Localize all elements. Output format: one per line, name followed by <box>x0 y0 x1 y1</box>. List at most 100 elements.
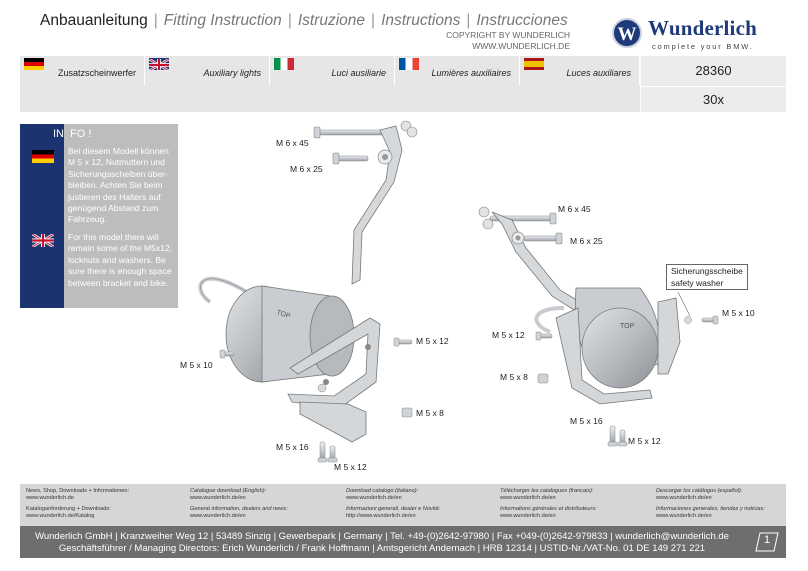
footer-link[interactable]: www.wunderlich.de/en <box>500 513 556 519</box>
info-text-de: Bei diesem Modell können M 5 x 12, Nutmu… <box>68 146 169 225</box>
nut-m5x8-right <box>537 373 549 384</box>
safety-washer-right <box>684 316 692 324</box>
nut-m5x8-left <box>317 383 413 418</box>
product-label: Lumières auxiliaires <box>431 68 511 78</box>
footer-heading: Informazioni generali, dealer e Novità: <box>346 506 441 512</box>
logo-tagline: complete your BMW. <box>652 42 754 51</box>
lamp-bracket-right <box>555 307 653 405</box>
product-name-it: Luci ausiliarie <box>270 56 395 86</box>
footer-link[interactable]: http://www.wunderlich.de/en <box>346 513 416 519</box>
flag-de-icon <box>32 150 54 163</box>
product-name-fr: Lumières auxiliaires <box>395 56 520 86</box>
footer-heading: Catalogue download (English): <box>190 488 267 494</box>
product-band: Zusatzscheinwerfer Auxiliary lights Luci… <box>20 56 786 112</box>
product-label: Zusatzscheinwerfer <box>57 68 136 78</box>
page-number-wrap: 1 <box>754 532 780 552</box>
article-number: 28360 <box>640 56 786 86</box>
flag-uk-icon <box>31 232 55 249</box>
flag-uk-icon <box>149 58 169 70</box>
left-assembly: TOP <box>198 120 418 463</box>
callout-text-de: Sicherungsscheibe <box>671 266 743 276</box>
footer-link[interactable]: www.wunderlich.de/en <box>656 513 712 519</box>
company-address: Wunderlich GmbH | Kranzweiher Weg 12 | 5… <box>35 531 729 542</box>
title-it: Istruzione <box>297 12 366 29</box>
footer-col-de: News, Shop, Downloads + Informationen: w… <box>26 488 129 520</box>
bolt-m6x25-left <box>332 152 369 165</box>
page-number: 1 <box>763 534 771 546</box>
title-fr: Instructions <box>381 12 461 29</box>
flag-de-icon <box>24 58 44 70</box>
footer-link[interactable]: www.wunderlich.de/en <box>656 495 712 501</box>
footer-link[interactable]: www.wunderlich.de/en <box>500 495 556 501</box>
footer-heading: Télécharger les catalogues (francais): <box>500 488 594 494</box>
logo-name: Wunderlich <box>648 16 757 40</box>
top-mark: TOP <box>620 323 635 330</box>
product-name-row: Zusatzscheinwerfer Auxiliary lights Luci… <box>20 56 786 86</box>
label-m5x12-left-bottom: M 5 x 12 <box>334 462 367 472</box>
footer-link[interactable]: www.wunderlich.de/en <box>190 513 246 519</box>
bolt-m5x12-left-mid <box>393 337 413 347</box>
bolt-m6x45-left <box>313 126 385 139</box>
footer-heading: Informaciones generales, tiendas y notic… <box>656 506 765 512</box>
flag-fr-icon <box>399 58 419 70</box>
title-de: Anbauanleitung <box>40 12 148 29</box>
page-number-badge-icon <box>755 532 779 552</box>
copyright-text: COPYRIGHT BY WUNDERLICH <box>446 30 570 40</box>
lamp-bracket-left <box>287 317 381 409</box>
top-mark: TOP <box>275 309 291 320</box>
label-m6x25-left: M 6 x 25 <box>290 164 323 174</box>
product-name-en: Auxiliary lights <box>145 56 270 86</box>
footer-heading: Descargar los catálogos (español): <box>656 488 743 494</box>
footer-col-fr: Télécharger les catalogues (francais): w… <box>500 488 597 520</box>
website-link[interactable]: WWW.WUNDERLICH.DE <box>472 41 570 51</box>
right-assembly: TOP <box>478 206 719 447</box>
label-m5x10-left: M 5 x 10 <box>180 360 213 370</box>
side-bracket-right <box>657 297 681 375</box>
product-name-de: Zusatzscheinwerfer <box>20 56 145 86</box>
bolt-m5x12-right-mid <box>535 331 553 341</box>
title-separator: | <box>466 12 471 29</box>
label-m6x45-left: M 6 x 45 <box>276 138 309 148</box>
flag-es-icon <box>524 58 544 70</box>
bolt-m5x16-right <box>607 425 618 447</box>
info-text-en: For this model there will remain some of… <box>68 232 173 288</box>
header: Anbauanleitung|Fitting Instruction|Istru… <box>0 0 808 56</box>
document-titles: Anbauanleitung|Fitting Instruction|Istru… <box>40 12 568 30</box>
footer-link[interactable]: www.wunderlich.de/en <box>190 495 246 501</box>
footer-heading: General information, dealers and news: <box>190 506 288 512</box>
safety-washer-callout: Sicherungsscheibe safety washer <box>666 264 748 290</box>
footer-link[interactable]: www.wunderlich.de/Katalog <box>26 513 95 519</box>
bracket-arm-left <box>351 125 403 285</box>
footer-col-en: Catalogue download (English): www.wunder… <box>190 488 288 520</box>
bolt-m5x10-left <box>219 349 235 359</box>
footer-link[interactable]: www.wunderlich.de/en <box>346 495 402 501</box>
flag-it-icon <box>274 58 294 70</box>
label-m5x16-left: M 5 x 16 <box>276 442 309 452</box>
copyright-block: COPYRIGHT BY WUNDERLICH WWW.WUNDERLICH.D… <box>446 30 570 52</box>
footer-link[interactable]: www.wunderlich.de <box>26 495 74 501</box>
bracket-arm-right <box>491 211 581 311</box>
label-m5x16-right: M 5 x 16 <box>570 416 603 426</box>
title-es: Instrucciones <box>476 12 568 29</box>
wunderlich-logo: W Wunderlich complete your BMW. <box>612 14 792 54</box>
label-m5x12-right-mid: M 5 x 12 <box>492 330 525 340</box>
title-en: Fitting Instruction <box>163 12 282 29</box>
callout-text-en: safety washer <box>671 278 724 288</box>
bolt-m5x10-right <box>701 315 719 325</box>
label-m5x8-right: M 5 x 8 <box>500 372 528 382</box>
footer-links: News, Shop, Downloads + Informationen: w… <box>20 484 786 526</box>
logo-mark-icon: W <box>612 18 642 48</box>
bolt-m5x12-left-bottom <box>327 445 338 463</box>
info-title-rest: FO ! <box>70 128 92 140</box>
label-m5x12-left-mid: M 5 x 12 <box>416 336 449 346</box>
company-registration: Geschäftsführer / Managing Directors: Er… <box>58 543 706 554</box>
lower-bracket-left <box>299 401 367 443</box>
footer-col-it: Download catalogo (italiano): www.wunder… <box>346 488 440 520</box>
product-label: Luces auxiliares <box>566 68 631 78</box>
bolt-m5x16-left <box>317 441 328 463</box>
bolt-m6x25-right <box>523 232 563 245</box>
label-m6x25-right: M 6 x 25 <box>570 236 603 246</box>
label-m5x12-right-bottom: M 5 x 12 <box>628 436 661 446</box>
